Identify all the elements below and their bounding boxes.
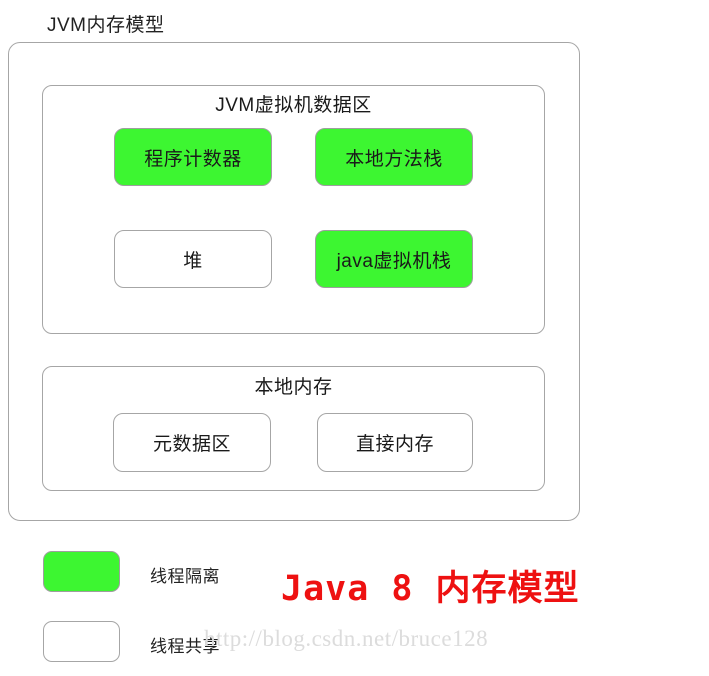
node-native-method-stack[interactable]: 本地方法栈	[315, 128, 473, 186]
node-jvm-stack[interactable]: java虚拟机栈	[315, 230, 473, 288]
legend-label-thread-isolated: 线程隔离	[150, 567, 220, 586]
node-heap[interactable]: 堆	[114, 230, 272, 288]
node-program-counter[interactable]: 程序计数器	[114, 128, 272, 186]
runtime-data-area-title: JVM虚拟机数据区	[215, 95, 372, 116]
watermark-text: http://blog.csdn.net/bruce128	[204, 626, 489, 651]
model-title-text: Java 8 内存模型	[281, 569, 580, 609]
runtime-data-area-frame	[42, 85, 545, 334]
native-memory-title: 本地内存	[254, 377, 333, 398]
node-metaspace[interactable]: 元数据区	[113, 413, 271, 472]
legend-swatch-thread-isolated	[43, 551, 120, 592]
legend-swatch-thread-shared	[43, 621, 120, 662]
diagram-title-label: JVM内存模型	[47, 15, 165, 36]
node-direct-memory[interactable]: 直接内存	[317, 413, 473, 472]
legend-label-thread-shared: 线程共享	[150, 637, 220, 656]
